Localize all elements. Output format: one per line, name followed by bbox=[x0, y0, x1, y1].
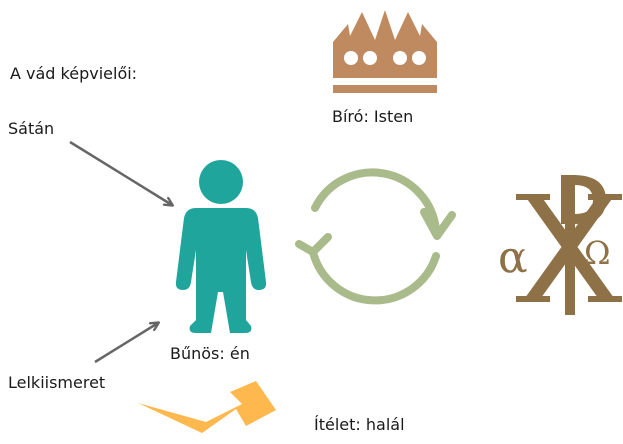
svg-text:Ω: Ω bbox=[584, 234, 611, 272]
accusers-heading: A vád képvielői: bbox=[10, 64, 138, 83]
lightning-arrow-icon bbox=[138, 381, 276, 433]
person-icon bbox=[175, 160, 267, 333]
svg-text:α: α bbox=[498, 232, 528, 283]
cycle-arrows-icon bbox=[295, 168, 456, 305]
judge-label: Bíró: Isten bbox=[332, 107, 414, 126]
sinner-label: Bűnös: én bbox=[170, 344, 250, 363]
verdict-label: Ítélet: halál bbox=[314, 415, 405, 434]
satan-arrow bbox=[69, 140, 172, 205]
conscience-label: Lelkiismeret bbox=[8, 373, 106, 392]
conscience-arrow bbox=[94, 323, 158, 364]
chi-rho-alpha-omega-icon: α Ω bbox=[498, 175, 622, 315]
satan-label: Sátán bbox=[8, 119, 55, 138]
crown-icon bbox=[333, 10, 437, 93]
